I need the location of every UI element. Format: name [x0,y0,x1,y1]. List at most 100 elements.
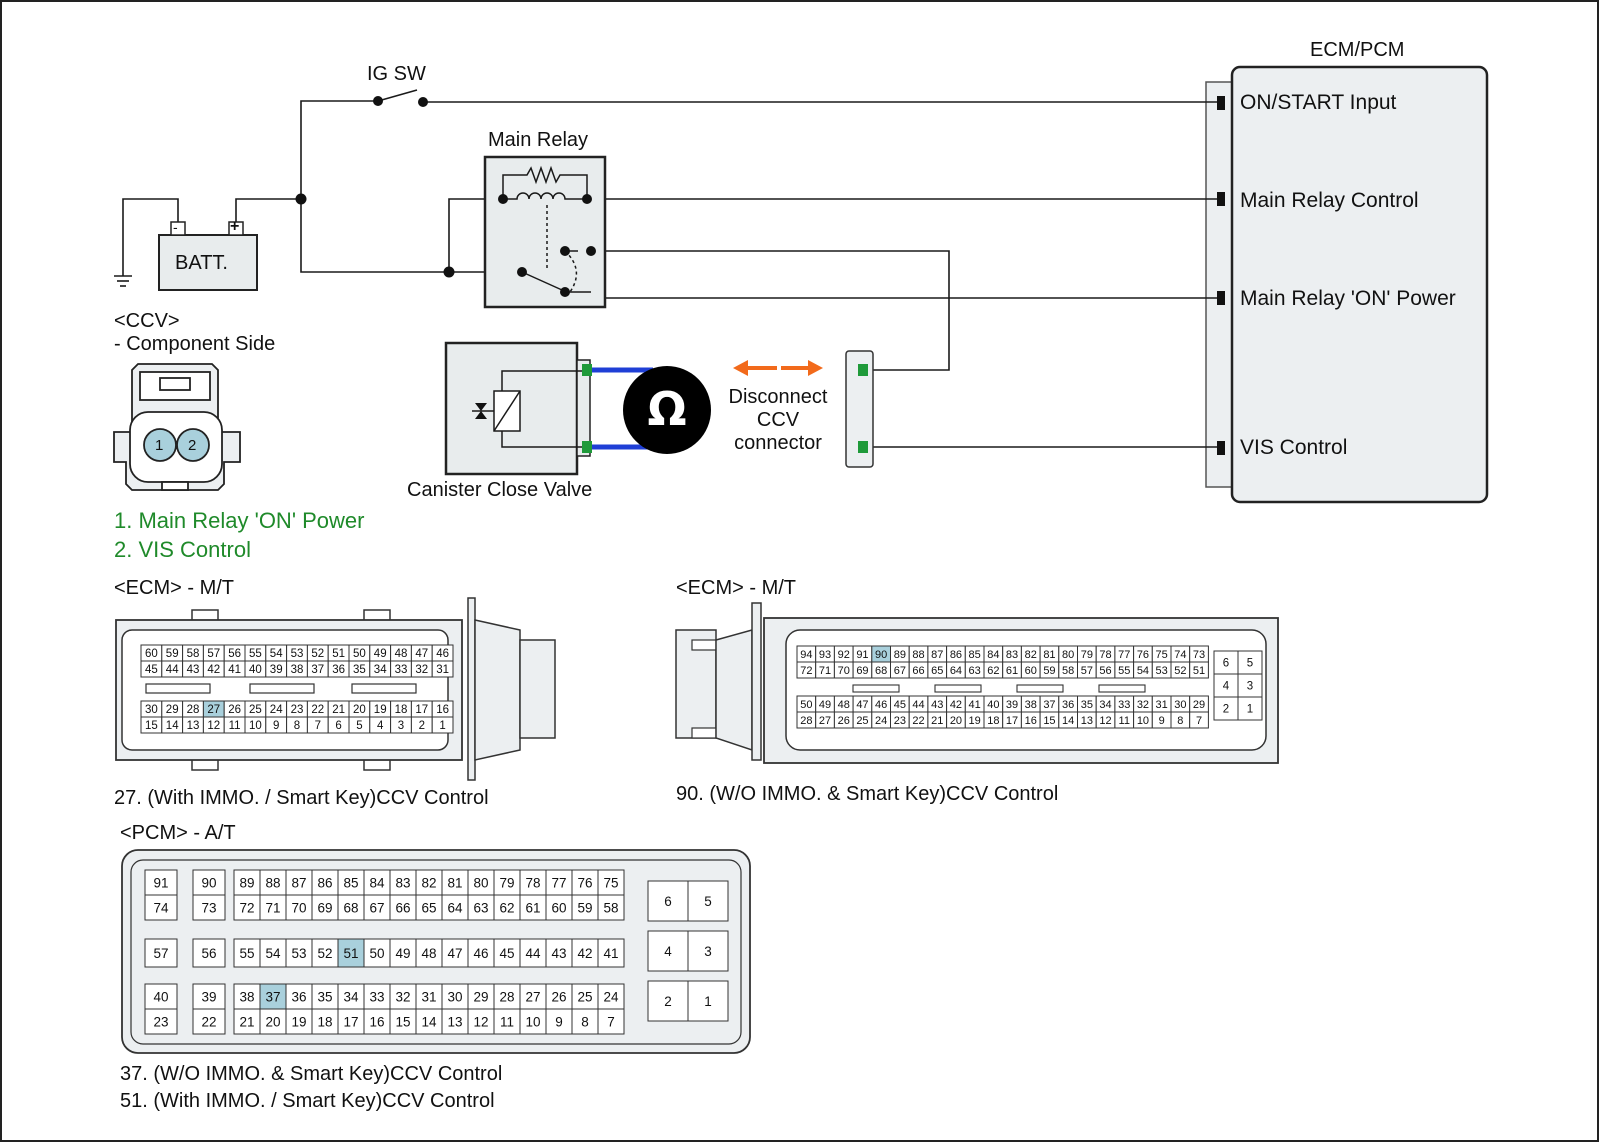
ecm-right-pin-16-label: 16 [1025,715,1037,727]
ecm-left-pin-19-label: 19 [374,704,387,716]
pcm-side-pin-6-cell [647,880,689,922]
ecm-right-pin-50-label: 50 [800,699,812,711]
ecm-left-pin-52-label: 52 [311,648,324,660]
ecm-right-pin-72-label: 72 [800,665,812,677]
pcm-pin-81-label: 81 [447,875,462,890]
pcm-pin-57-label: 57 [153,946,168,961]
pcm-pin-68-label: 68 [343,900,358,915]
ecm-left-pin-15-label: 15 [145,720,158,732]
ecm-left-pin-58-label: 58 [187,648,200,660]
ecm-right-pin-57-label: 57 [1081,665,1093,677]
pcm-at-title: <PCM> - A/T [120,822,236,844]
ecm-right-pin-83-label: 83 [1006,649,1018,661]
pcm-pin-66-cell [389,894,417,921]
ccv-title: <CCV> [114,310,180,332]
ecm-mt-left-note: 27. (With IMMO. / Smart Key)CCV Control [114,787,489,809]
ecm-right-pin-40-label: 40 [987,699,999,711]
pcm-pin-15-cell [389,1008,417,1035]
battery-plus-label: + [230,218,240,235]
ecm-right-pin-75-label: 75 [1156,649,1168,661]
pcm-pin-17-cell [337,1008,365,1035]
ecm-right-pin-92-label: 92 [838,649,850,661]
pcm-pin-82-label: 82 [421,875,436,890]
ecm-left-pin-34-label: 34 [374,664,387,676]
pcm-pin-37-label: 37 [265,989,280,1004]
ohmmeter-icon [623,366,711,454]
ecm-left-pin-35-label: 35 [353,664,366,676]
ecm-right-pin-52-label: 52 [1174,665,1186,677]
ecm-right-pin-24-label: 24 [875,715,887,727]
ecm-left-pin-48-label: 48 [395,648,408,660]
pcm-pin-75-label: 75 [603,875,618,890]
ecm-right-pin-51-label: 51 [1193,665,1205,677]
ecm-right-side-pin-6-label: 6 [1223,658,1229,670]
ecm-right-pin-29-label: 29 [1193,699,1205,711]
ecm-left-pin-45-label: 45 [145,664,158,676]
ecm-right-pin-21-label: 21 [931,715,943,727]
pcm-pin-66-label: 66 [395,900,410,915]
pcm-pin-78-label: 78 [525,875,540,890]
pcm-pin-74-cell [144,894,178,921]
ecm-right-pin-94-label: 94 [800,649,812,661]
ccv-harness-connector [845,350,874,468]
ecm-pin-main-relay-control [1217,192,1225,206]
ecm-pcm-box [1205,65,1489,504]
ccv-legend-pin-2: 2. VIS Control [114,537,251,562]
ecm-left-pin-59-label: 59 [166,648,179,660]
pcm-pin-73-label: 73 [201,900,216,915]
pcm-pin-57-cell [144,938,178,968]
pcm-pin-10-label: 10 [525,1014,540,1029]
ecm-right-pin-82-label: 82 [1025,649,1037,661]
ecm-right-pin-51-cell [1189,661,1209,679]
ecm-left-pin-25-label: 25 [249,704,262,716]
pcm-pin-15-label: 15 [395,1014,410,1029]
pcm-pin-38-label: 38 [239,989,254,1004]
pcm-pin-83-label: 83 [395,875,410,890]
pcm-pin-45-label: 45 [499,946,514,961]
disconnect-label-line-2: CCV [756,409,800,431]
ecm-pin-vis-control [1217,441,1225,455]
ecm-left-pin-50-label: 50 [353,648,366,660]
ecm-right-pin-7-label: 7 [1196,715,1202,727]
pcm-pin-25-cell [571,983,599,1010]
ecm-left-pin-60-label: 60 [145,648,158,660]
pcm-pin-32-cell [389,983,417,1010]
pcm-pin-25-label: 25 [577,989,592,1004]
ecm-left-pin-20-label: 20 [353,704,366,716]
ecm-right-pin-89-label: 89 [894,649,906,661]
ecm-left-pin-49-label: 49 [374,648,387,660]
ecm-left-pin-37-label: 37 [311,664,324,676]
pcm-pin-73-cell [192,894,226,921]
pcm-pin-38-cell [233,983,261,1010]
ecm-left-pin-30-label: 30 [145,704,158,716]
ecm-right-pin-67-label: 67 [894,665,906,677]
ecm-pin-label-main-relay-control: Main Relay Control [1240,189,1419,212]
ccv-subtitle: - Component Side [114,333,276,355]
disconnect-label-line-3: connector [734,432,822,454]
pcm-pin-46-cell [467,938,495,968]
pcm-pin-77-label: 77 [551,875,566,890]
ecm-right-pin-69-label: 69 [856,665,868,677]
pcm-pin-59-cell [571,894,599,921]
ecm-right-pin-39-label: 39 [1006,699,1018,711]
ecm-left-pin-1-label: 1 [439,720,445,732]
ecm-right-pin-19-label: 19 [969,715,981,727]
pcm-pin-74-label: 74 [153,900,169,915]
ecm-left-pin-53-label: 53 [291,648,304,660]
ecm-left-pin-46-label: 46 [436,648,449,660]
ecm-right-pin-37-label: 37 [1043,699,1055,711]
ecm-left-pin-23-label: 23 [291,704,304,716]
pcm-pin-86-cell [311,869,339,896]
battery [158,221,258,291]
pcm-pin-69-cell [311,894,339,921]
ecm-left-pin-24-label: 24 [270,704,283,716]
pcm-pin-61-cell [519,894,547,921]
node-relay-feed [443,266,455,278]
ecm-right-pin-48-label: 48 [838,699,850,711]
pcm-pin-22-cell [192,1008,226,1035]
pcm-pin-40-cell [144,983,178,1010]
pcm-pin-59-label: 59 [577,900,592,915]
ecm-right-pin-76-label: 76 [1137,649,1149,661]
